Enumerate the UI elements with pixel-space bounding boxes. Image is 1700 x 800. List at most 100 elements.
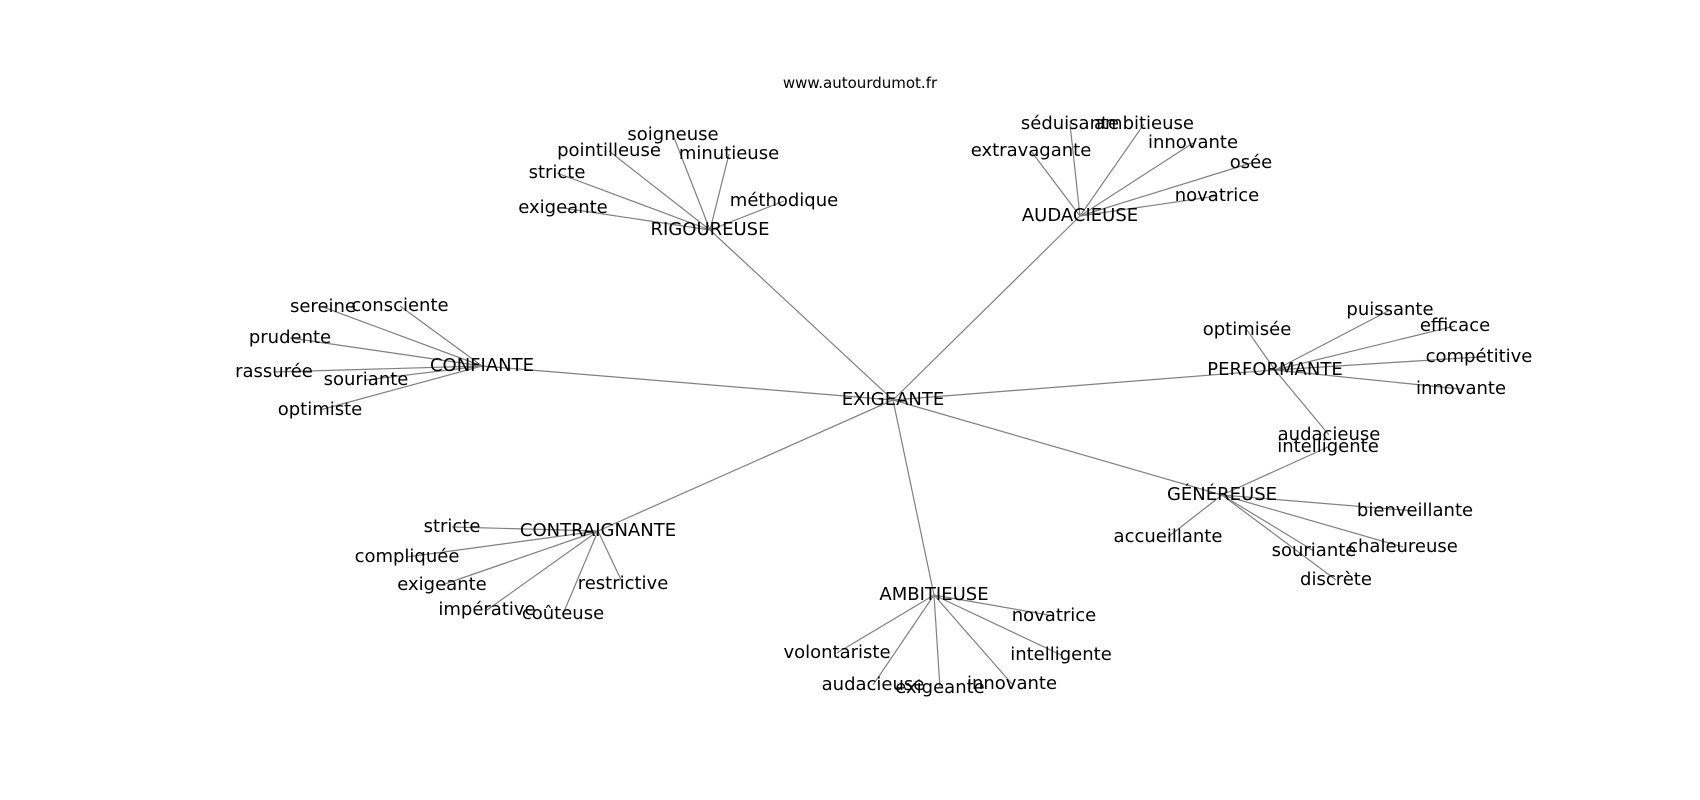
- edge-ambitieuse-exigeante: [933, 594, 941, 689]
- edge-contraignante-imperative: [486, 530, 599, 611]
- node-leaf-rigoureuse-exigeante: exigeante: [518, 197, 607, 218]
- source-site-label: www.autourdumot.fr: [783, 74, 938, 92]
- edge-rigoureuse-methodique: [709, 200, 785, 231]
- edge-genereuse-bienveillante: [1221, 494, 1416, 512]
- edge-center-ambitieuse: [892, 399, 935, 596]
- node-center-exigeante: EXIGEANTE: [842, 389, 944, 410]
- edge-performante-puissante: [1274, 309, 1391, 371]
- node-leaf-contraignante-stricte: stricte: [424, 516, 481, 537]
- node-leaf-performante-competitive: compétitive: [1426, 346, 1533, 367]
- node-leaf-rigoureuse-minutieuse: minutieuse: [679, 143, 779, 164]
- edge-ambitieuse-volontariste: [836, 594, 935, 654]
- edge-ambitieuse-audacieuse: [872, 594, 935, 686]
- edge-confiante-consciente: [399, 305, 483, 367]
- node-leaf-audacieuse-novatrice: novatrice: [1175, 185, 1260, 206]
- edge-center-performante: [892, 369, 1276, 401]
- edge-audacieuse-ambitieuse: [1079, 123, 1145, 217]
- edge-genereuse-souriante: [1221, 494, 1315, 552]
- edge-ambitieuse-novatrice: [933, 594, 1055, 617]
- edge-confiante-souriante: [365, 365, 483, 381]
- node-hub-ambitieuse: AMBITIEUSE: [879, 584, 988, 605]
- node-leaf-audacieuse-innovante: innovante: [1148, 132, 1238, 153]
- node-leaf-rigoureuse-pointilleuse: pointilleuse: [557, 140, 661, 161]
- edge-genereuse-intelligente: [1221, 446, 1329, 496]
- node-leaf-genereuse-bienveillante: bienveillante: [1357, 500, 1473, 521]
- node-leaf-performante-audacieuse: audacieuse: [1278, 424, 1381, 445]
- node-leaf-performante-puissante: puissante: [1346, 299, 1433, 320]
- edge-center-confiante: [481, 365, 894, 401]
- edge-audacieuse-osee: [1079, 162, 1252, 217]
- node-leaf-ambitieuse-intelligente: intelligente: [1010, 644, 1112, 665]
- node-hub-genereuse: GÉNÉREUSE: [1167, 483, 1277, 505]
- edge-audacieuse-extravagante: [1030, 150, 1081, 217]
- edge-confiante-optimiste: [319, 365, 483, 411]
- edge-genereuse-chaleureuse: [1221, 494, 1404, 548]
- edge-rigoureuse-stricte: [556, 172, 711, 231]
- node-leaf-genereuse-discrete: discrète: [1300, 569, 1372, 590]
- graph-labels: EXIGEANTE RIGOUREUSE soigneusepointilleuse…: [235, 113, 1532, 698]
- node-hub-contraignante: CONTRAIGNANTE: [520, 520, 676, 541]
- node-hub-confiante: CONFIANTE: [430, 355, 534, 376]
- graph-edges: [273, 123, 1480, 689]
- edge-rigoureuse-exigeante: [562, 207, 711, 231]
- edge-confiante-rassuree: [273, 365, 483, 373]
- edge-center-rigoureuse: [709, 229, 894, 401]
- edge-audacieuse-seduisante: [1069, 123, 1081, 217]
- node-leaf-ambitieuse-innovante: innovante: [967, 673, 1057, 694]
- node-leaf-audacieuse-ambitieuse: ambitieuse: [1094, 113, 1194, 134]
- node-leaf-rigoureuse-soigneuse: soigneuse: [627, 124, 718, 145]
- node-leaf-ambitieuse-audacieuse: audacieuse: [822, 674, 925, 695]
- edge-performante-audacieuse: [1274, 369, 1330, 436]
- node-leaf-contraignante-restrictive: restrictive: [578, 573, 669, 594]
- node-hub-rigoureuse: RIGOUREUSE: [651, 219, 770, 240]
- node-leaf-ambitieuse-exigeante: exigeante: [895, 677, 984, 698]
- node-hub-audacieuse: AUDACIEUSE: [1022, 205, 1138, 226]
- node-leaf-confiante-prudente: prudente: [249, 327, 331, 348]
- edge-contraignante-stricte: [451, 526, 599, 532]
- edge-rigoureuse-minutieuse: [709, 153, 730, 231]
- node-leaf-rigoureuse-stricte: stricte: [529, 162, 586, 183]
- node-leaf-confiante-consciente: consciente: [351, 295, 448, 316]
- node-leaf-confiante-sereine: sereine: [290, 296, 356, 317]
- node-leaf-confiante-rassuree: rassurée: [235, 361, 313, 382]
- edge-confiante-sereine: [322, 306, 483, 367]
- node-leaf-confiante-optimiste: optimiste: [278, 399, 363, 420]
- edge-performante-efficace: [1274, 325, 1456, 371]
- edge-contraignante-exigeante: [441, 530, 599, 586]
- node-leaf-performante-efficace: efficace: [1420, 315, 1490, 336]
- edge-center-genereuse: [892, 399, 1223, 496]
- node-leaf-performante-optimisee: optimisée: [1203, 319, 1292, 340]
- edge-contraignante-compliquee: [406, 530, 599, 558]
- edge-contraignante-couteuse: [562, 530, 599, 615]
- edge-center-audacieuse: [892, 215, 1081, 401]
- edge-genereuse-discrete: [1221, 494, 1337, 581]
- node-leaf-contraignante-exigeante: exigeante: [397, 574, 486, 595]
- node-leaf-performante-innovante: innovante: [1416, 378, 1506, 399]
- edge-audacieuse-novatrice: [1079, 195, 1218, 217]
- node-leaf-audacieuse-osee: osée: [1230, 152, 1273, 173]
- edge-rigoureuse-pointilleuse: [608, 150, 711, 231]
- edge-ambitieuse-intelligente: [933, 594, 1062, 656]
- node-leaf-contraignante-imperative: impérative: [438, 599, 535, 620]
- node-leaf-contraignante-compliquee: compliquée: [355, 546, 460, 567]
- node-leaf-ambitieuse-volontariste: volontariste: [783, 642, 890, 663]
- node-hub-performante: PERFORMANTE: [1207, 359, 1342, 380]
- edge-performante-competitive: [1274, 356, 1480, 371]
- node-leaf-genereuse-intelligente: intelligente: [1277, 436, 1379, 457]
- edge-confiante-prudente: [289, 337, 483, 367]
- node-leaf-audacieuse-seduisante: séduisante: [1021, 113, 1119, 134]
- edge-performante-optimisee: [1246, 329, 1276, 371]
- edge-performante-innovante: [1274, 369, 1462, 390]
- edge-contraignante-restrictive: [597, 530, 624, 585]
- edge-center-contraignante: [597, 399, 894, 532]
- node-leaf-ambitieuse-novatrice: novatrice: [1012, 605, 1097, 626]
- node-leaf-rigoureuse-methodique: méthodique: [730, 190, 838, 211]
- edge-audacieuse-innovante: [1079, 142, 1194, 217]
- edge-genereuse-accueillante: [1167, 494, 1223, 538]
- node-leaf-genereuse-chaleureuse: chaleureuse: [1348, 536, 1458, 557]
- node-leaf-confiante-souriante: souriante: [324, 369, 409, 390]
- node-leaf-audacieuse-extravagante: extravagante: [971, 140, 1092, 161]
- node-leaf-genereuse-accueillante: accueillante: [1114, 526, 1223, 547]
- edge-rigoureuse-soigneuse: [672, 134, 711, 231]
